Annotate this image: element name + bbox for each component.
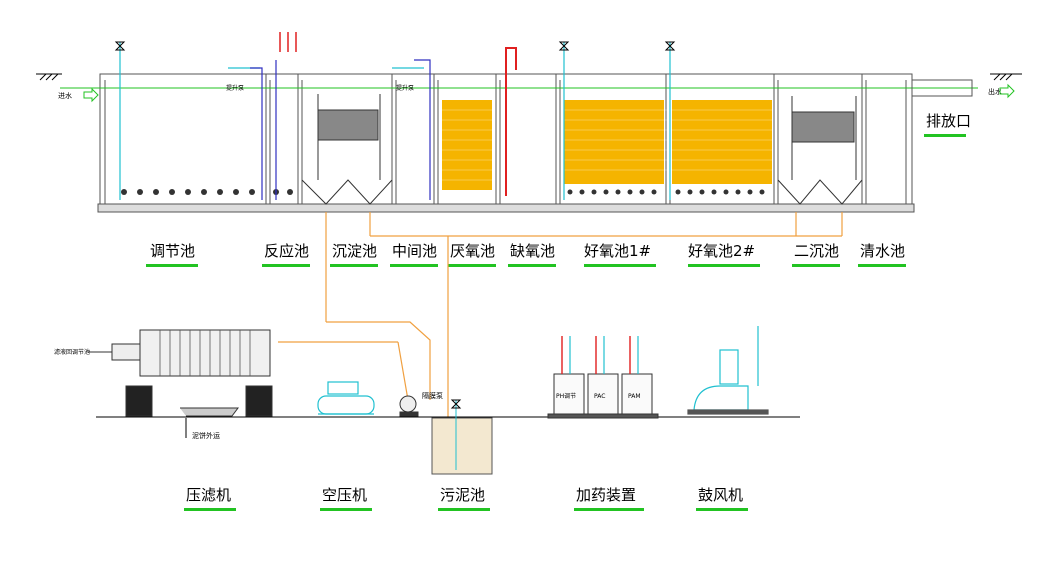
outlet-label: 排放口	[926, 112, 971, 130]
tank-block	[97, 73, 915, 213]
aerator-icons	[121, 189, 765, 195]
air-riser	[505, 47, 517, 196]
sludge-tank-icon	[431, 399, 493, 475]
valve-icons	[114, 41, 676, 51]
blower-icon	[687, 326, 769, 415]
equipment-label-underlines	[184, 508, 748, 511]
filtrate-return-label: 滤液回调节池	[54, 348, 90, 356]
tank-label-aerobic1: 好氧池1#	[584, 242, 651, 260]
diaphragm-pump-icon	[399, 395, 419, 417]
sludge-cake-label: 泥饼外运	[192, 431, 220, 440]
tank-label-anoxic: 缺氧池	[510, 242, 555, 260]
dosing-tank-label-ph: PH调节	[556, 392, 576, 400]
tank-label-intermediate: 中间池	[392, 242, 437, 260]
biofilm-media	[442, 100, 772, 190]
filter-press-icon	[111, 329, 273, 417]
air-compressor-icon	[317, 381, 375, 415]
settling-tank-internals	[301, 94, 863, 205]
tank-label-secondary-settling: 二沉池	[794, 242, 839, 260]
tank-labels: 调节池 反应池 沉淀池 中间池 厌氧池 缺氧池 好氧池1# 好氧池2# 二沉池 …	[150, 242, 905, 260]
dosing-tank-label-pac: PAC	[594, 393, 605, 400]
diaphragm-pump-label: 隔膜泵	[422, 391, 443, 400]
inlet-arrow-icon	[83, 87, 99, 103]
pump-label-1: 提升泵	[226, 84, 244, 92]
equipment-label-blower: 鼓风机	[698, 486, 743, 504]
outflow-arrow-icon	[999, 83, 1015, 99]
equipment-label-dosing-device: 加药装置	[576, 486, 636, 504]
equipment-label-sludge-tank: 污泥池	[440, 486, 485, 504]
equipment-labels: 压滤机 空压机 污泥池 加药装置 鼓风机	[186, 486, 743, 504]
tank-label-anaerobic: 厌氧池	[450, 242, 495, 260]
tank-label-reaction: 反应池	[264, 242, 309, 260]
blue-pipes	[250, 59, 431, 200]
ground-left-icon	[36, 73, 62, 81]
tank-label-regulating: 调节池	[150, 242, 195, 260]
outlet-box	[911, 79, 973, 97]
tank-label-aerobic2: 好氧池2#	[688, 242, 755, 260]
pump-label-2: 提升泵	[396, 84, 414, 92]
dosing-arrows	[279, 32, 297, 52]
ground-right-icon	[990, 73, 1022, 81]
inlet-label: 进水	[58, 91, 72, 100]
tank-label-clear-water: 清水池	[860, 242, 905, 260]
outlet-underline	[924, 134, 966, 137]
tank-label-underlines	[146, 264, 906, 267]
tank-label-settling: 沉淀池	[332, 242, 377, 260]
dosing-tank-label-pam: PAM	[628, 393, 641, 400]
outflow-label: 出水	[988, 87, 1002, 96]
equipment-label-filter-press: 压滤机	[186, 486, 231, 504]
equipment-label-air-compressor: 空压机	[322, 486, 367, 504]
dosing-device-icon	[547, 336, 659, 419]
